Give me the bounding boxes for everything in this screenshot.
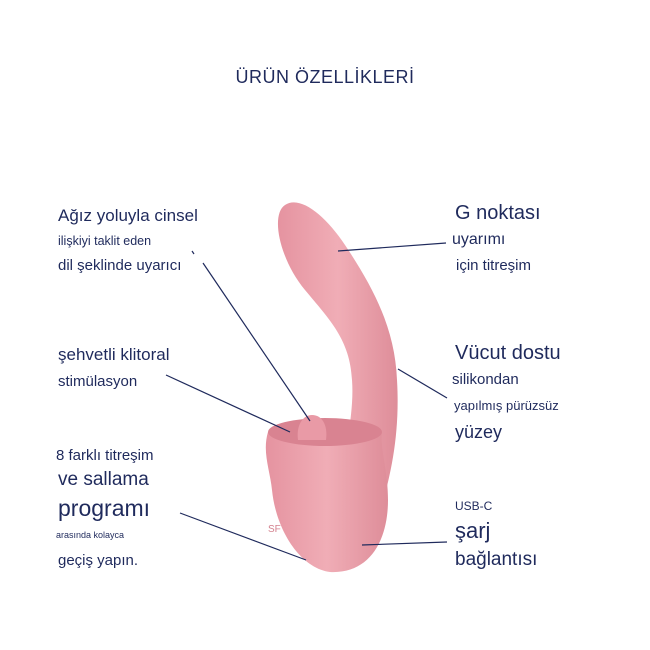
callout-line-silicone xyxy=(397,368,448,399)
callout-line-tongue-dash xyxy=(191,250,195,255)
feature-gspot-line3: için titreşim xyxy=(456,257,532,274)
callout-lines xyxy=(165,242,448,561)
feature-usb-line1: USB-C xyxy=(455,499,493,513)
feature-tongue-line1: Ağız yoluyla cinsel xyxy=(58,206,198,225)
page-title: ÜRÜN ÖZELLİKLERİ xyxy=(235,67,415,87)
clitoral-cup xyxy=(265,421,388,573)
tongue-stimulator xyxy=(297,415,327,440)
feature-clitoral-line2: stimülasyon xyxy=(58,373,138,390)
feature-gspot-line2: uyarımı xyxy=(452,231,506,248)
callout-line-programs xyxy=(179,512,307,561)
feature-programs-line3: programı xyxy=(58,495,151,521)
feature-programs-line1: 8 farklı titreşim xyxy=(56,447,154,464)
feature-programs-line5: geçiş yapın. xyxy=(58,552,139,569)
feature-tongue-line3: dil şeklinde uyarıcı xyxy=(58,257,182,274)
callout-line-g-spot xyxy=(337,242,447,252)
callout-line-tongue xyxy=(202,262,311,422)
product-logo: SF xyxy=(268,524,281,535)
feature-silicone-line3: yapılmış pürüzsüz xyxy=(454,398,559,413)
feature-usb-line3: bağlantısı xyxy=(455,549,538,570)
feature-usb-line2: şarj xyxy=(455,518,491,543)
callout-line-usb xyxy=(361,541,448,546)
feature-silicone-line1: Vücut dostu xyxy=(455,342,561,364)
feature-clitoral-line1: şehvetli klitoral xyxy=(58,345,170,364)
feature-silicone-line2: silikondan xyxy=(452,371,519,388)
feature-silicone-line4: yüzey xyxy=(455,422,503,442)
feature-programs-line4: arasında kolayca xyxy=(56,530,125,540)
feature-programs-line2: ve sallama xyxy=(58,469,149,490)
callout-line-clitoral xyxy=(165,374,291,433)
feature-tongue-line2: ilişkiyi taklit eden xyxy=(58,234,152,248)
feature-gspot-line1: G noktası xyxy=(455,202,541,224)
